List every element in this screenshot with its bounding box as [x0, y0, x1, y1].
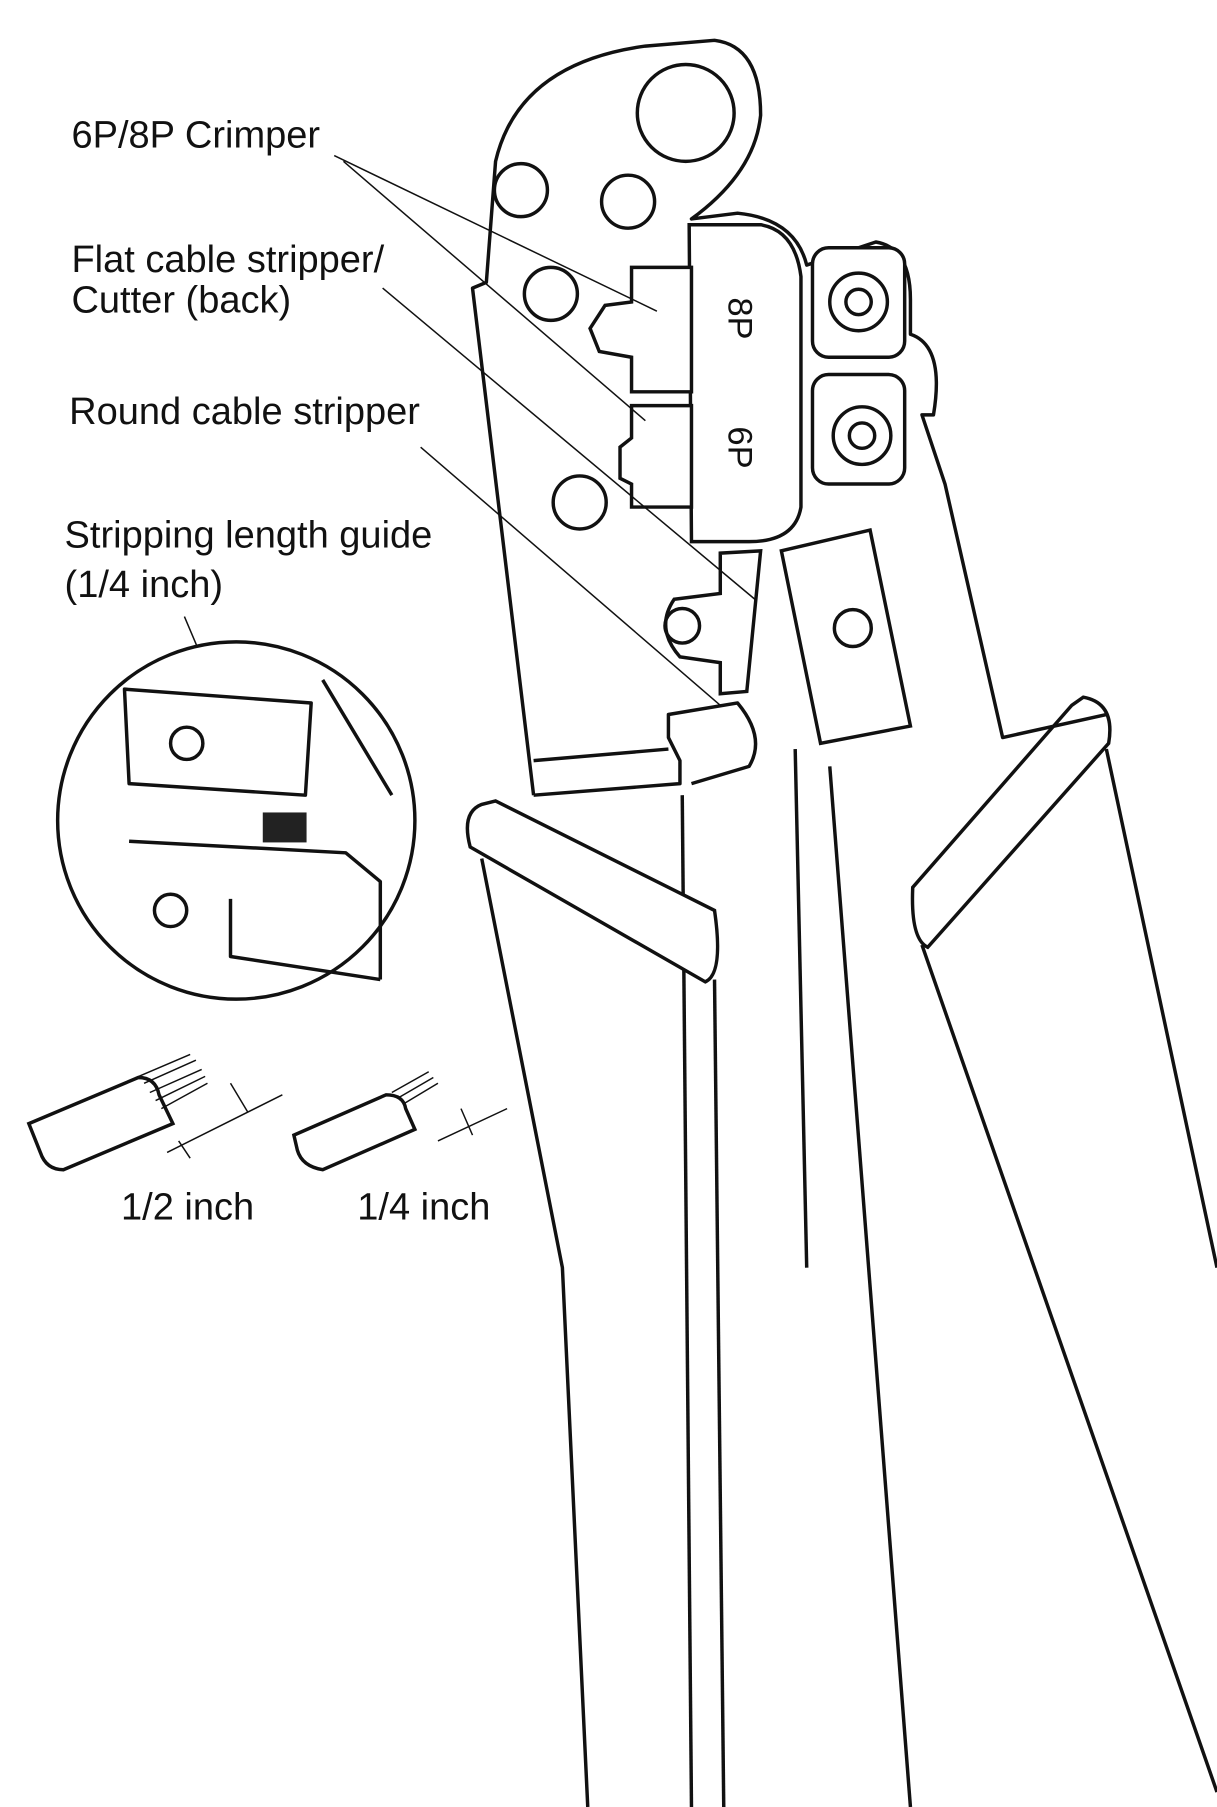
label-half-inch: 1/2 inch [121, 1186, 254, 1228]
label-length-guide-2: (1/4 inch) [65, 564, 223, 606]
flat-cable [26, 1053, 283, 1172]
label-length-guide-1: Stripping length guide [65, 514, 433, 556]
round-cable [291, 1071, 508, 1172]
crimper-head: 8P 6P [470, 38, 1107, 797]
die-mark-6p: 6P [720, 426, 758, 468]
leader-lines [183, 154, 756, 821]
label-round-stripper: Round cable stripper [69, 391, 420, 433]
label-flat-stripper-1: Flat cable stripper/ [71, 239, 384, 281]
label-flat-stripper-2: Cutter (back) [71, 279, 291, 321]
right-handle [793, 695, 1217, 1807]
left-handle [465, 795, 726, 1807]
die-mark-8p: 8P [720, 297, 758, 339]
length-guide-inset [55, 640, 417, 1001]
label-crimper: 6P/8P Crimper [71, 115, 320, 157]
label-quarter-inch: 1/4 inch [357, 1186, 490, 1228]
